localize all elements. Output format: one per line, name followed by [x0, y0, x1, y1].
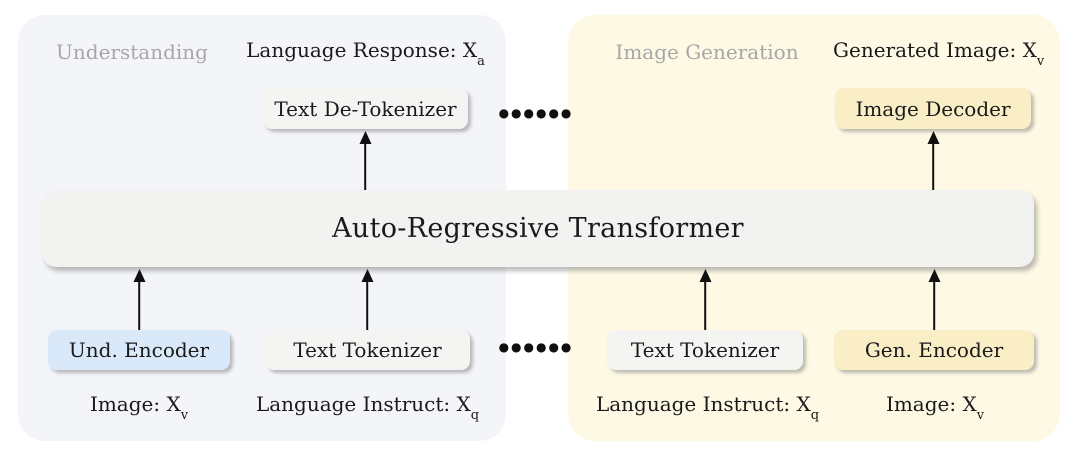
und-encoder-label: Und. Encoder	[68, 338, 210, 362]
image-decoder-box: Image Decoder	[835, 88, 1031, 129]
arrow-shaft	[365, 278, 369, 330]
arrow-shaft	[931, 140, 935, 190]
text-detokenizer-box: Text De-Tokenizer	[263, 88, 468, 129]
text-tokenizer-left-box: Text Tokenizer	[265, 330, 470, 370]
image-decoder-label: Image Decoder	[855, 96, 1011, 121]
arrowhead-icon	[359, 131, 371, 144]
ellipsis-bottom-icon: ●●●●●●	[498, 340, 574, 354]
up-arrow-icon	[360, 269, 375, 330]
understanding-panel-label: Understanding	[56, 40, 208, 64]
language-instruct-text-left: Language Instruct: X	[255, 392, 471, 416]
image-input-label-right: Image: Xv	[843, 392, 1027, 425]
generated-image-subscript: v	[1036, 54, 1045, 69]
language-instruct-label-left: Language Instruct: Xq	[245, 392, 490, 425]
ellipsis-top-icon: ●●●●●●	[498, 106, 574, 120]
image-input-text-left: Image: X	[89, 392, 181, 416]
gen-encoder-box: Gen. Encoder	[834, 330, 1034, 370]
up-arrow-icon	[358, 131, 373, 190]
gen-encoder-label: Gen. Encoder	[864, 338, 1004, 362]
text-tokenizer-right-box: Text Tokenizer	[607, 330, 803, 370]
language-response-label: Language Response: Xa	[243, 38, 488, 71]
arrowhead-icon	[927, 131, 939, 144]
text-tokenizer-left-label: Text Tokenizer	[293, 338, 442, 362]
arrow-shaft	[932, 278, 936, 330]
generated-image-label: Generated Image: Xv	[833, 38, 1044, 71]
generation-panel-label: Image Generation	[615, 40, 799, 64]
image-input-subscript-right: v	[976, 408, 985, 423]
arrowhead-icon	[361, 269, 373, 282]
language-response-subscript: a	[477, 54, 485, 69]
und-encoder-box: Und. Encoder	[48, 330, 230, 370]
up-arrow-icon	[132, 269, 147, 330]
up-arrow-icon	[927, 269, 942, 330]
image-input-subscript-left: v	[180, 408, 189, 423]
language-instruct-subscript-right: q	[810, 408, 820, 423]
arrow-shaft	[703, 278, 707, 330]
arrow-shaft	[137, 278, 141, 330]
language-instruct-subscript-left: q	[470, 408, 480, 423]
language-instruct-text-right: Language Instruct: X	[595, 392, 811, 416]
generated-image-text: Generated Image: X	[833, 38, 1037, 62]
arrowhead-icon	[699, 269, 711, 282]
arrowhead-icon	[133, 269, 145, 282]
transformer-box: Auto-Regressive Transformer	[42, 190, 1034, 267]
up-arrow-icon	[698, 269, 713, 330]
transformer-label: Auto-Regressive Transformer	[332, 213, 744, 244]
text-tokenizer-right-label: Text Tokenizer	[630, 338, 780, 362]
arrowhead-icon	[928, 269, 940, 282]
language-instruct-label-right: Language Instruct: Xq	[585, 392, 830, 425]
image-input-label-left: Image: Xv	[47, 392, 231, 425]
image-input-text-right: Image: X	[885, 392, 977, 416]
arrow-shaft	[363, 140, 367, 190]
up-arrow-icon	[926, 131, 941, 190]
language-response-text: Language Response: X	[246, 38, 478, 62]
text-detokenizer-label: Text De-Tokenizer	[274, 96, 457, 121]
